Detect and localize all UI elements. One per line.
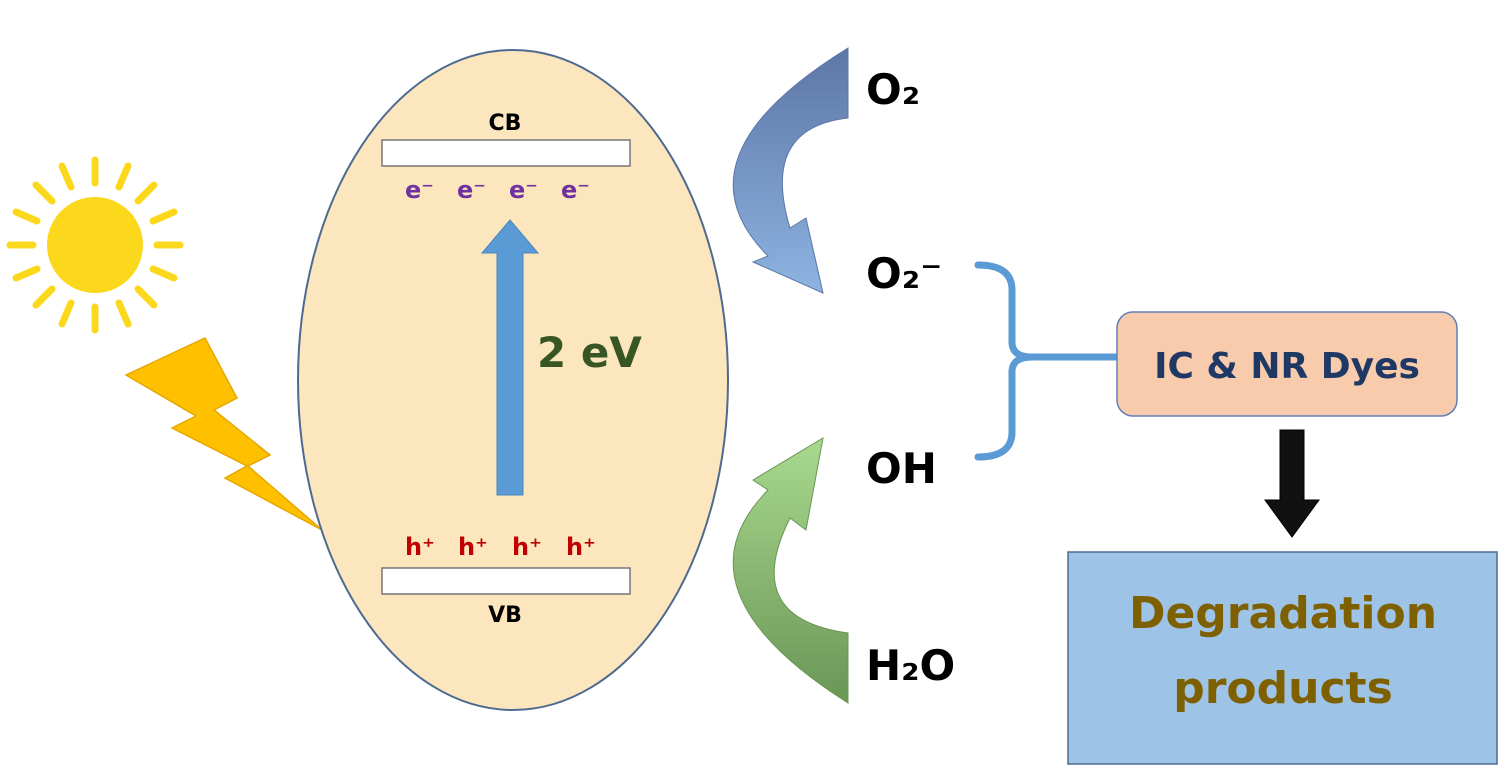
band-gap-arrow [480,219,540,496]
lightning-icon [124,337,323,531]
dyes-label: IC & NR Dyes [1154,346,1420,387]
sun-icon [6,156,184,334]
o2-radical-label: O₂⁻ [866,249,942,298]
radicals-bracket [974,261,1122,461]
electron: e⁻ [561,176,590,204]
water-oxidation-arrow [732,437,849,704]
holes: h⁺ h⁺ h⁺ h⁺ [405,533,596,561]
hole: h⁺ [458,533,488,561]
conduction-band [381,139,631,167]
electron: e⁻ [457,176,486,204]
dyes-box [1116,311,1458,417]
valence-band [381,567,631,595]
o2-reduction-arrow [732,47,849,294]
products-label-line1: Degradation [1129,588,1437,639]
electron: e⁻ [509,176,538,204]
products-label-line2: products [1173,663,1393,714]
hole: h⁺ [405,533,435,561]
cb-label: CB [489,111,522,136]
hole: h⁺ [512,533,542,561]
vb-label: VB [488,603,522,628]
h2o-label: H₂O [866,641,955,690]
hole: h⁺ [566,533,596,561]
band-gap-label: 2 eV [537,328,642,377]
oh-label: OH [866,444,937,493]
o2-label: O₂ [866,65,920,114]
down-arrow-icon [1264,429,1320,538]
electrons: e⁻ e⁻ e⁻ e⁻ [405,176,590,204]
electron: e⁻ [405,176,434,204]
products-box [1067,551,1498,765]
